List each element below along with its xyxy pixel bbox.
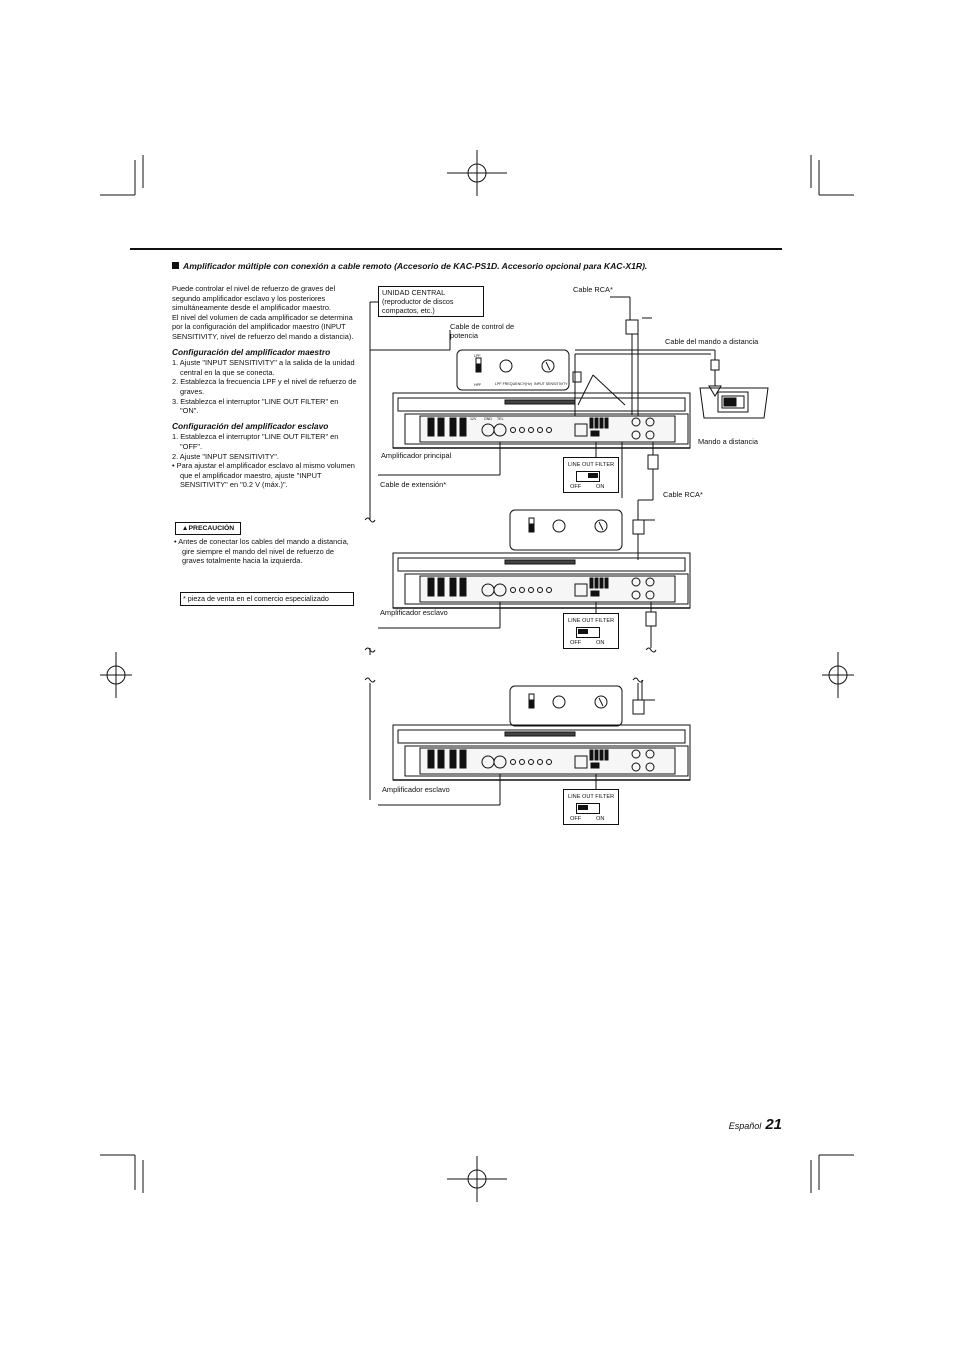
caution-badge: ▲PRECAUCIÓN — [175, 522, 241, 535]
line-out-filter-switch — [576, 627, 600, 638]
panel-hpf-label: HPF — [474, 383, 482, 387]
power-control-cable-label: Cable de control de potencia — [450, 322, 515, 341]
panel-gnd-label: GND — [484, 417, 492, 421]
slave-amp-1-label: Amplificador esclavo — [380, 608, 448, 617]
panel-input-sens-label: INPUT SENSITIVITY — [534, 382, 568, 386]
caution-text: • Antes de conectar los cables del mando… — [174, 537, 358, 566]
warning-triangle-icon: ▲ — [181, 525, 189, 532]
master-config-steps: 1. Ajuste "INPUT SENSITIVITY" a la salid… — [172, 358, 358, 416]
intro-paragraph-2: El nivel del volumen de cada amplificado… — [172, 312, 354, 341]
rca-cable-top-label: Cable RCA* — [573, 285, 613, 294]
section-title: Amplificador múltiple con conexión a cab… — [172, 261, 647, 271]
slave-config-heading: Configuración del amplificador esclavo — [172, 420, 329, 431]
rca-cable-mid-label: Cable RCA* — [663, 490, 703, 499]
line-out-filter-slave-1: LINE OUT FILTER OFF ON — [563, 613, 619, 649]
master-step-2: 2. Establezca la frecuencia LPF y el niv… — [172, 377, 357, 396]
square-bullet-icon — [172, 262, 179, 269]
panel-tel-label: TEL — [497, 417, 504, 421]
remote-label: Mando a distancia — [698, 437, 758, 446]
remote-cable-label: Cable del mando a distancia — [665, 337, 759, 346]
master-config-heading: Configuración del amplificador maestro — [172, 346, 331, 357]
panel-lpf-freq-label: LPF FREQUENCY(Hz) — [495, 382, 532, 386]
line-out-filter-master: LINE OUT FILTER OFF ON — [563, 457, 619, 493]
master-step-1: 1. Ajuste "INPUT SENSITIVITY" a la salid… — [172, 358, 355, 377]
panel-lpf-label: LPF — [474, 354, 481, 358]
slave-step-1: 1. Establezca el interruptor "LINE OUT F… — [172, 432, 339, 451]
master-amp-label: Amplificador principal — [381, 451, 452, 460]
line-out-filter-switch — [576, 803, 600, 814]
page-number: 21 — [765, 1116, 782, 1133]
slave-amplifier-1-drawing — [392, 552, 691, 609]
caution-item: • Antes de conectar los cables del mando… — [174, 537, 349, 566]
intro-paragraph-1: Puede controlar el nivel de refuerzo de … — [172, 284, 336, 313]
line-out-filter-switch — [576, 471, 600, 482]
footer-language: Español — [728, 1121, 762, 1131]
extension-cable-label: Cable de extensión* — [380, 480, 447, 489]
slave-amp-2-label: Amplificador esclavo — [382, 785, 450, 794]
panel-12v-label: 12V — [470, 417, 477, 421]
line-out-filter-slave-2: LINE OUT FILTER OFF ON — [563, 789, 619, 825]
slave-step-2: 2. Ajuste "INPUT SENSITIVITY". — [172, 451, 279, 461]
footnote-box: * pieza de venta en el comercio especial… — [180, 592, 354, 606]
master-amplifier-drawing — [392, 392, 691, 449]
left-column: Puede controlar el nivel de refuerzo de … — [172, 284, 358, 490]
head-unit-box: UNIDAD CENTRAL (reproductor de discos co… — [378, 286, 484, 317]
slave-step-3: • Para ajustar el amplificador esclavo a… — [172, 461, 355, 490]
slave-amplifier-2-drawing — [392, 724, 691, 781]
header-rule — [130, 248, 782, 250]
slave-config-steps: 1. Establezca el interruptor "LINE OUT F… — [172, 432, 358, 490]
master-step-3: 3. Establezca el interruptor "LINE OUT F… — [172, 396, 339, 416]
